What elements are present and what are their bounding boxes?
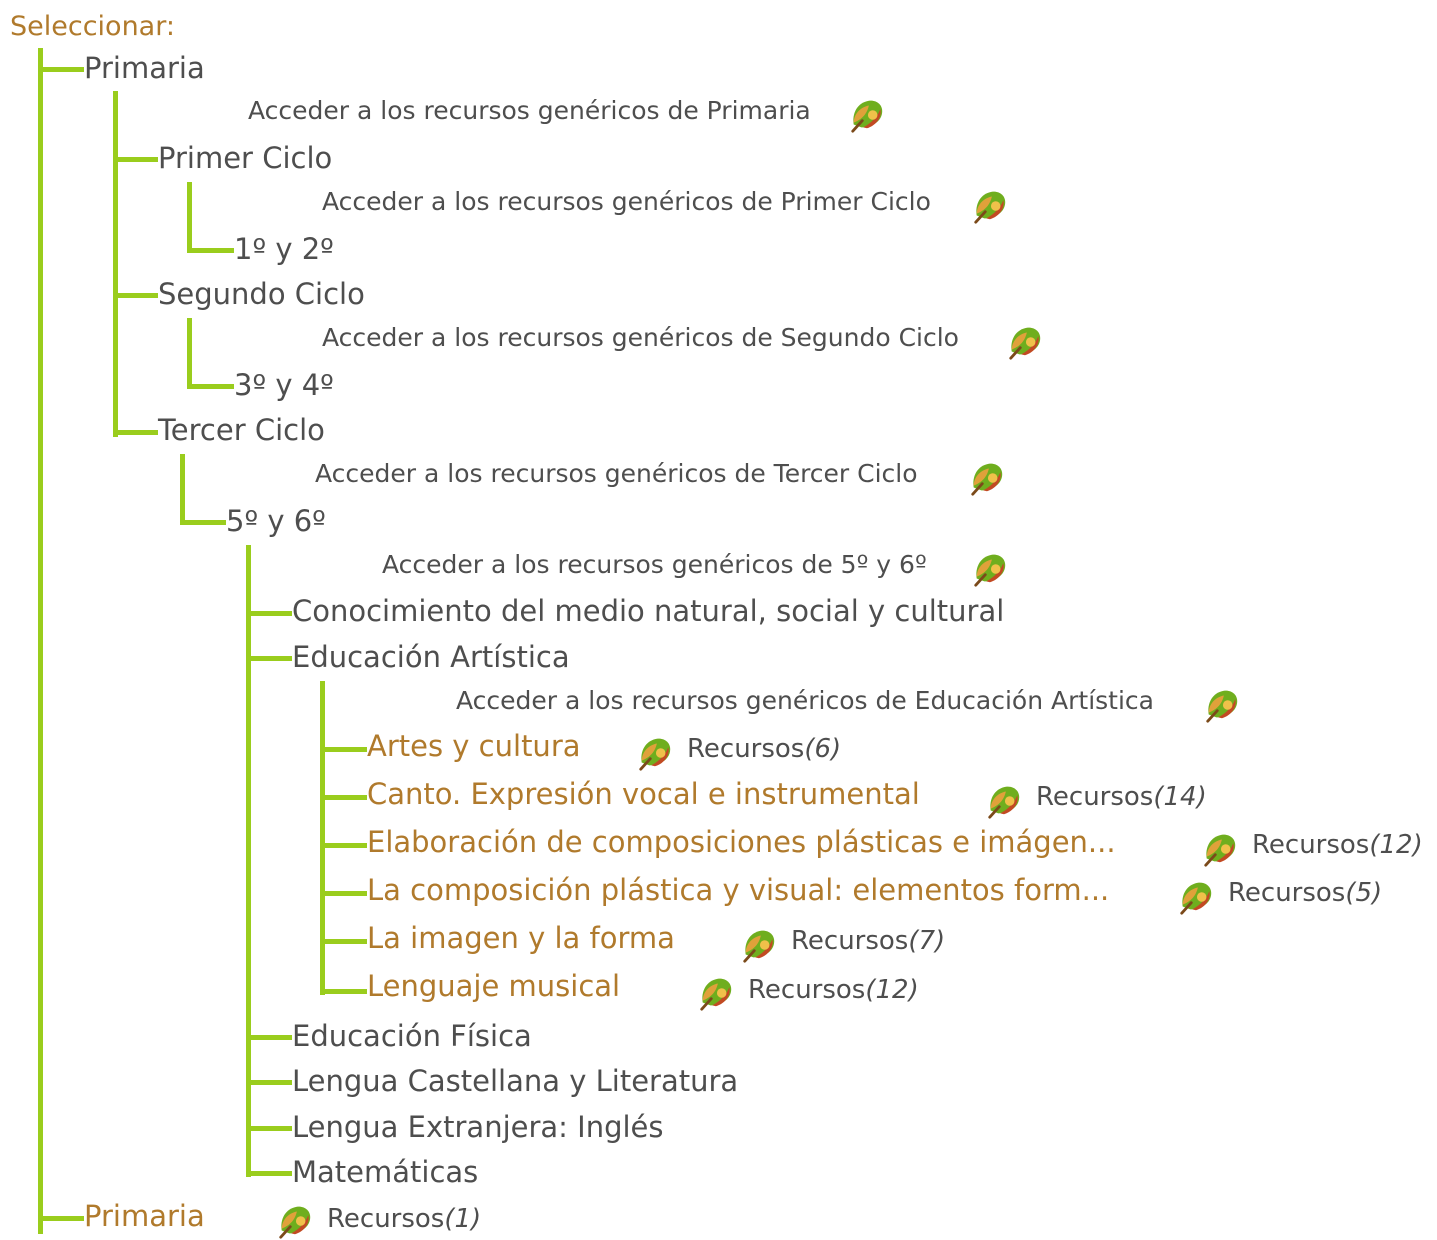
tree-line-primer [187, 182, 192, 253]
tree-node-primer-ciclo[interactable]: Primer Ciclo [158, 141, 333, 175]
leaf-icon[interactable] [1201, 830, 1239, 868]
tree-connector [180, 520, 226, 525]
tree-node-3-4[interactable]: 3º y 4º [234, 368, 334, 402]
tree-node-educacion-fisica[interactable]: Educación Física [292, 1019, 532, 1053]
resources-link[interactable]: Recursos(14) [1036, 782, 1207, 812]
tree-node-5-6[interactable]: 5º y 6º [226, 504, 326, 538]
tree-line-tercer [180, 454, 185, 525]
resources-link[interactable]: Recursos(7) [791, 926, 946, 956]
tree-line-primaria [113, 91, 118, 437]
generic-resources-link-primaria[interactable]: Acceder a los recursos genéricos de Prim… [248, 96, 811, 125]
leaf-icon[interactable] [971, 550, 1009, 588]
generic-resources-link-segundo-ciclo[interactable]: Acceder a los recursos genéricos de Segu… [322, 323, 959, 352]
tree-node-matematicas[interactable]: Matemáticas [292, 1155, 479, 1189]
generic-resources-link-tercer-ciclo[interactable]: Acceder a los recursos genéricos de Terc… [315, 459, 918, 488]
tree-line-5-6 [246, 545, 251, 1177]
resources-count: (1) [444, 1204, 482, 1234]
resources-count: (7) [908, 926, 946, 956]
topic-link[interactable]: La imagen y la forma [367, 921, 675, 955]
leaf-icon[interactable] [1177, 878, 1215, 916]
resources-count: (5) [1345, 878, 1383, 908]
tree-connector [187, 248, 234, 253]
generic-resources-link-5-6[interactable]: Acceder a los recursos genéricos de 5º y… [382, 550, 927, 579]
resources-link[interactable]: Recursos(5) [1228, 878, 1383, 908]
tree-connector [320, 891, 367, 896]
tree-connector [246, 1126, 292, 1131]
leaf-icon[interactable] [968, 459, 1006, 497]
leaf-icon[interactable] [971, 187, 1009, 225]
resources-count: (12) [865, 975, 919, 1005]
topic-link[interactable]: Lenguaje musical [367, 969, 621, 1003]
topic-link[interactable]: La composición plástica y visual: elemen… [367, 873, 1110, 907]
leaf-icon[interactable] [848, 96, 886, 134]
tree-node-lengua-extranjera[interactable]: Lengua Extranjera: Inglés [292, 1110, 664, 1144]
tree-connector [320, 989, 367, 994]
tree-connector [320, 939, 367, 944]
tree-node-1-2[interactable]: 1º y 2º [234, 232, 334, 266]
leaf-icon[interactable] [740, 926, 778, 964]
resources-link[interactable]: Recursos(1) [327, 1204, 482, 1234]
tree-node-tercer-ciclo[interactable]: Tercer Ciclo [158, 413, 325, 447]
leaf-icon[interactable] [697, 974, 735, 1012]
tree-connector [246, 1080, 292, 1085]
tree-connector [38, 67, 84, 72]
topic-link[interactable]: Canto. Expresión vocal e instrumental [367, 777, 920, 811]
tree-connector [113, 430, 158, 435]
resources-link[interactable]: Recursos(6) [687, 734, 842, 764]
tree-line-artistica [320, 681, 325, 995]
resources-link[interactable]: Recursos(12) [1252, 830, 1423, 860]
generic-resources-link-artistica[interactable]: Acceder a los recursos genéricos de Educ… [456, 686, 1154, 715]
tree-connector [246, 611, 292, 616]
tree-connector [246, 656, 292, 661]
tree-connector [320, 747, 367, 752]
leaf-icon[interactable] [1203, 686, 1241, 724]
leaf-icon[interactable] [985, 782, 1023, 820]
tree-connector [320, 843, 367, 848]
tree-node-conocimiento[interactable]: Conocimiento del medio natural, social y… [292, 594, 1005, 628]
resources-count: (14) [1153, 782, 1207, 812]
tree-line-root [38, 48, 43, 1234]
resources-count: (12) [1369, 830, 1423, 860]
tree-line-segundo [187, 318, 192, 389]
generic-resources-link-primer-ciclo[interactable]: Acceder a los recursos genéricos de Prim… [322, 187, 931, 216]
leaf-icon[interactable] [276, 1202, 314, 1240]
topic-link[interactable]: Elaboración de composiciones plásticas e… [367, 825, 1116, 859]
tree-connector [113, 157, 158, 162]
tree-connector [246, 1035, 292, 1040]
tree-connector [246, 1171, 292, 1176]
page-title: Seleccionar: [10, 11, 175, 42]
topic-link[interactable]: Artes y cultura [367, 729, 581, 763]
tree-node-lengua-castellana[interactable]: Lengua Castellana y Literatura [292, 1064, 739, 1098]
tree-node-primaria-resources[interactable]: Primaria [84, 1199, 205, 1233]
tree-connector [187, 384, 234, 389]
tree-connector [113, 293, 158, 298]
resources-link[interactable]: Recursos(12) [748, 975, 919, 1005]
tree-connector [320, 795, 367, 800]
tree-node-educacion-artistica[interactable]: Educación Artística [292, 640, 570, 674]
tree-node-primaria[interactable]: Primaria [84, 51, 205, 85]
tree-node-segundo-ciclo[interactable]: Segundo Ciclo [158, 277, 365, 311]
tree-connector [38, 1216, 84, 1221]
resources-count: (6) [804, 734, 842, 764]
leaf-icon[interactable] [1006, 323, 1044, 361]
leaf-icon[interactable] [636, 734, 674, 772]
